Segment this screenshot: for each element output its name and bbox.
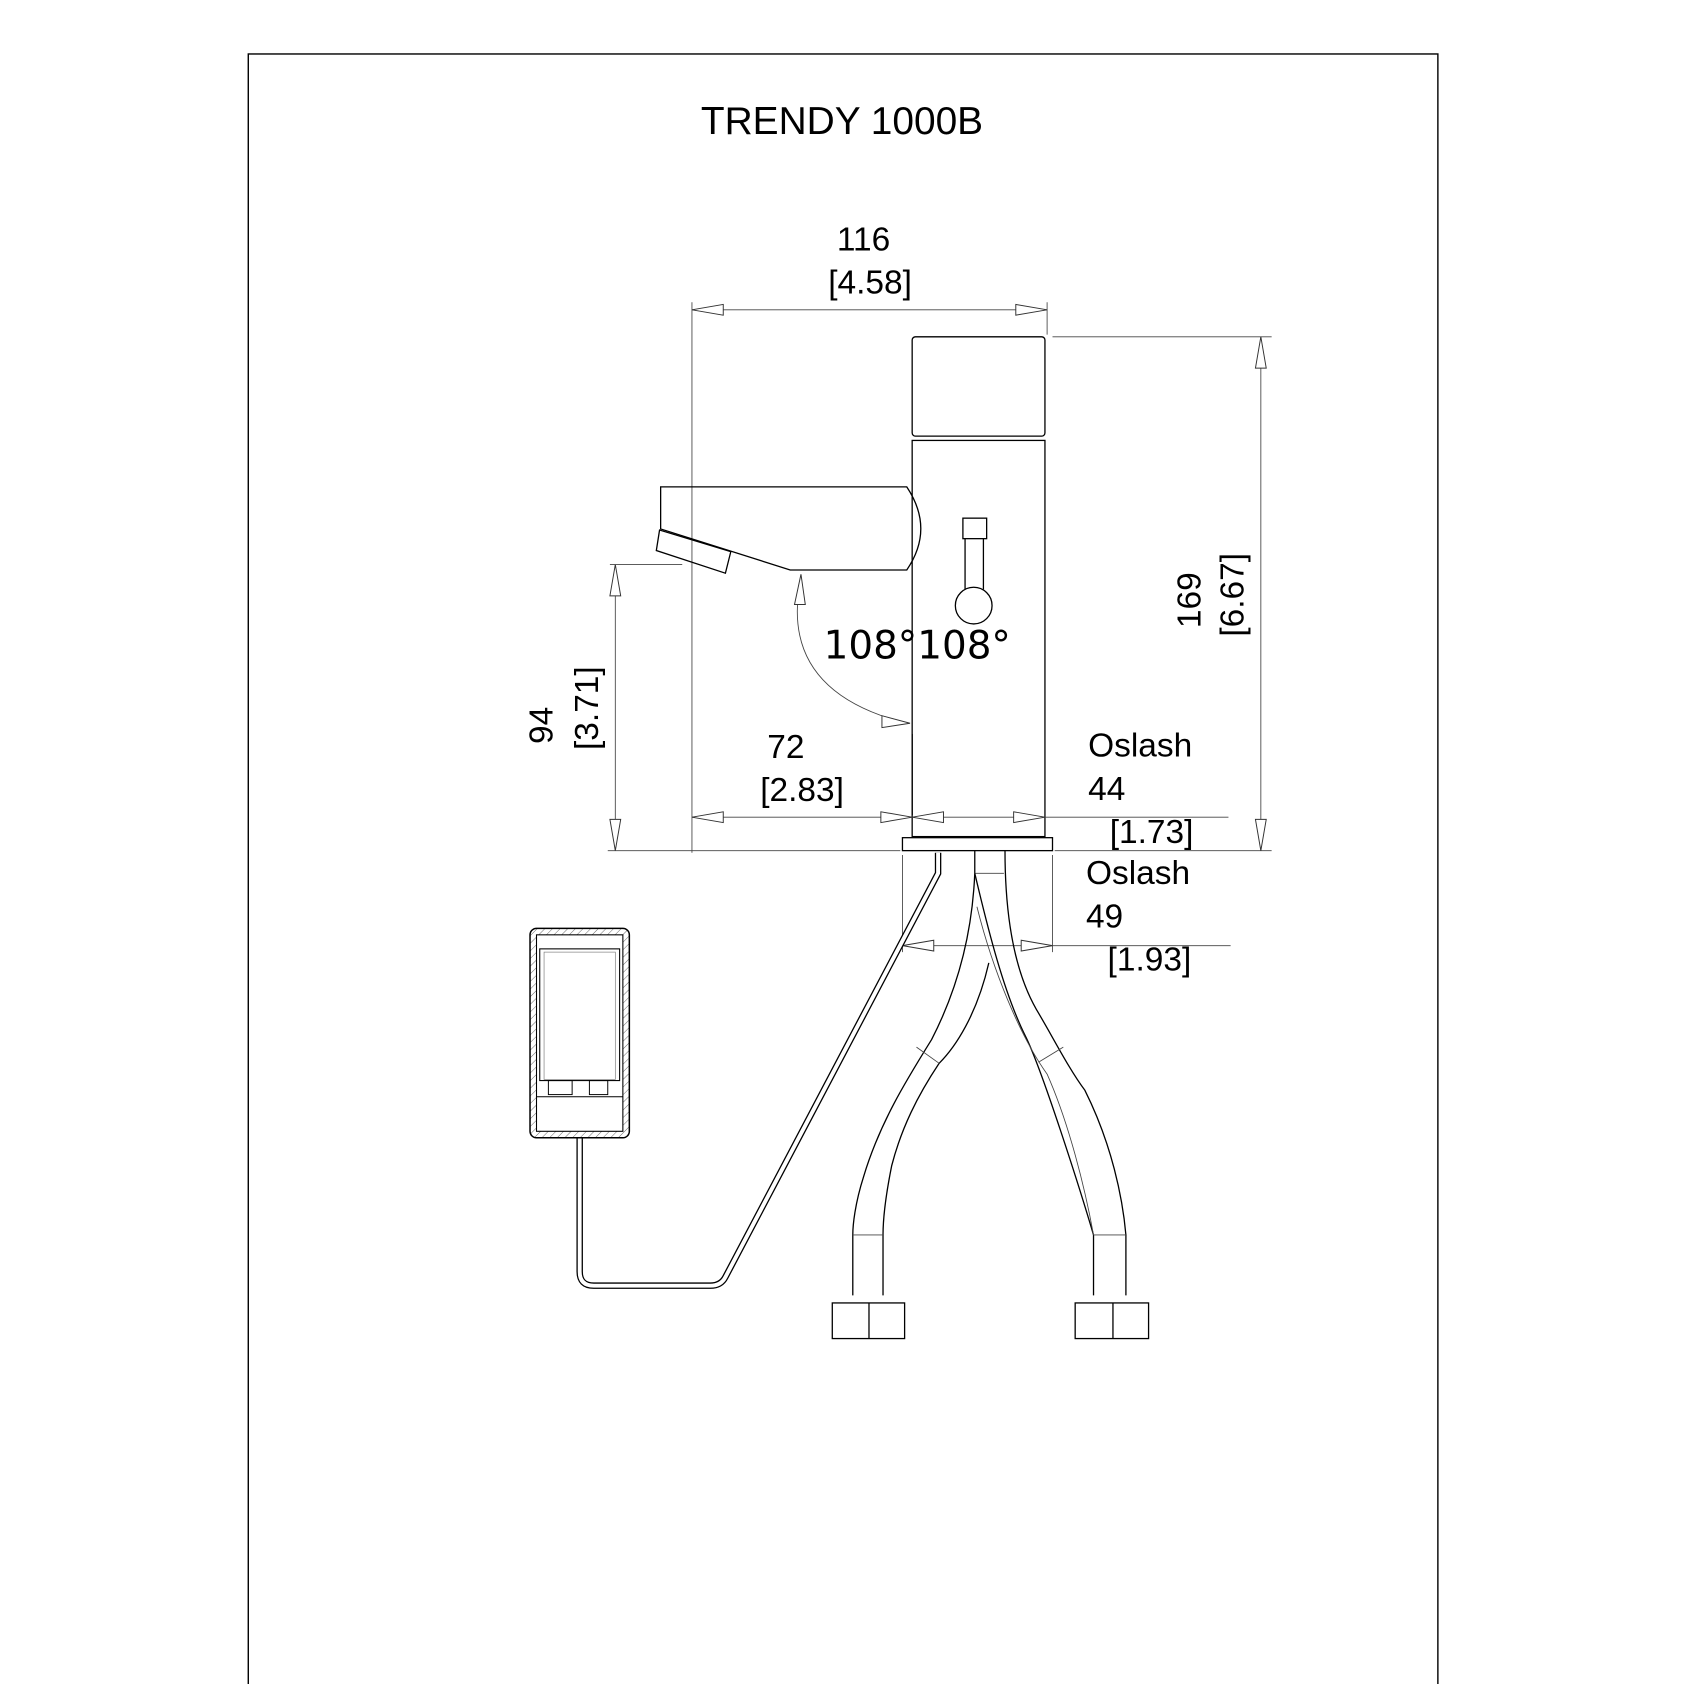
dimension-prefix: Oslash: [1088, 728, 1192, 765]
angle-label: 108°108°: [824, 623, 1011, 668]
dimension-value-inch: [2.83]: [760, 772, 844, 809]
base-plate: [901, 837, 1054, 852]
sensor-cable: [576, 852, 942, 1289]
faucet-body: [911, 336, 1046, 838]
dimension-value-mm: 94: [524, 707, 561, 744]
lever-handle: [954, 517, 993, 625]
aerator: [655, 529, 732, 575]
dimension-value-mm: 116: [837, 221, 890, 258]
dimension-value-mm: 44: [1088, 771, 1125, 808]
faucet-cap: [911, 336, 1046, 437]
dimension-base-diameter: Oslash 49 [1.93]: [902, 854, 1231, 978]
left-hose: [852, 873, 976, 1296]
dimension-value-inch: [3.71]: [569, 666, 606, 750]
dimension-value-inch: [1.73]: [1110, 814, 1194, 851]
drawing-title: TRENDY 1000B: [701, 100, 983, 143]
dimension-angle: 108°108°: [793, 574, 1011, 729]
dimension-overall-height: 169 [6.67]: [1052, 336, 1272, 851]
supply-hoses: [831, 850, 1150, 1340]
dimension-value-mm: 169: [1171, 572, 1208, 628]
dimension-value-mm: 72: [767, 729, 804, 766]
dimension-prefix: Oslash: [1086, 855, 1190, 892]
dimension-value-inch: [1.93]: [1108, 941, 1192, 978]
dimension-overall-width: 116 [4.58]: [691, 221, 1048, 853]
dimension-value-mm: 49: [1086, 898, 1123, 935]
control-box: [529, 927, 631, 1139]
right-hose-connector: [1074, 1302, 1150, 1340]
dimension-spout-height: 94 [3.71]: [524, 564, 683, 851]
dimension-spout-reach: 72 [2.83]: [691, 729, 913, 824]
dimension-value-inch: [4.58]: [828, 265, 912, 302]
right-hose: [1004, 850, 1127, 1296]
drawing-border: [247, 53, 1439, 1684]
faucet-spout: [655, 486, 922, 575]
dimension-value-inch: [6.67]: [1215, 553, 1252, 637]
dimension-body-diameter: Oslash 44 [1.73]: [912, 728, 1229, 851]
